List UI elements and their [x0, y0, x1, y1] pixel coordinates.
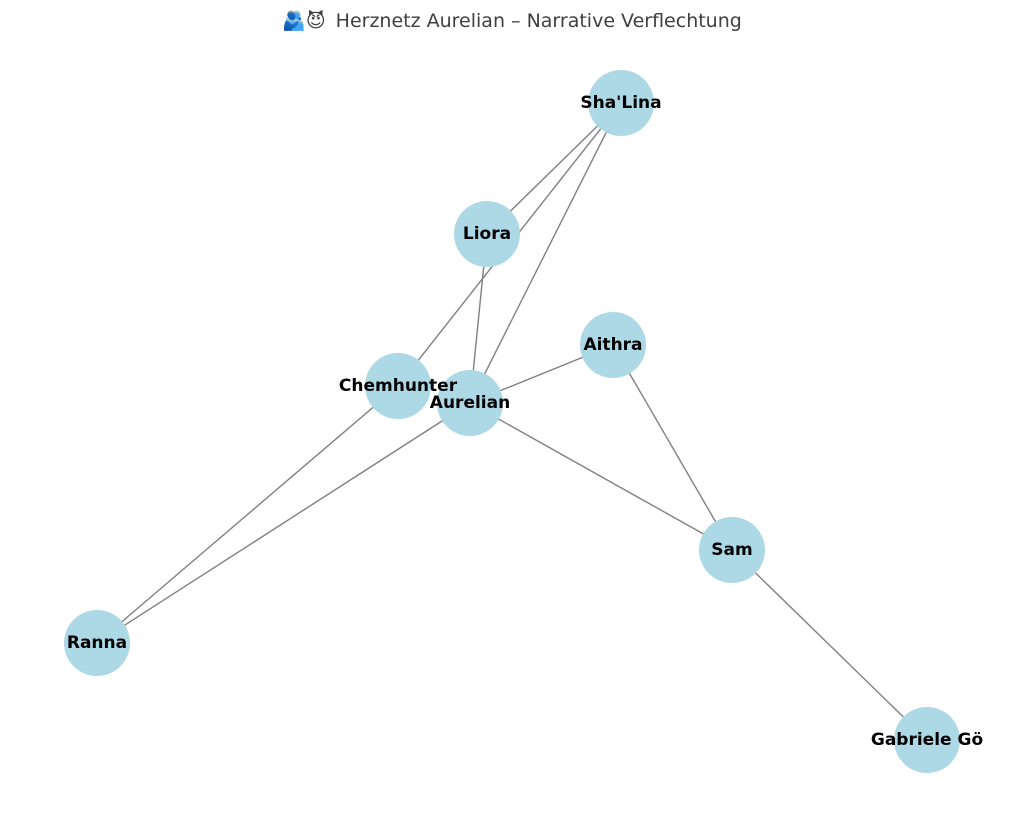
node-gabriele [894, 707, 960, 773]
node-chemhunter [365, 353, 431, 419]
edge-aithra-sam [612, 344, 733, 551]
edges-layer [96, 102, 928, 741]
node-liora [454, 201, 520, 267]
node-label-liora: Liora [463, 224, 511, 244]
labels-layer: Aurelian Sha'LinaLioraAithraChemhunterSam… [67, 93, 983, 750]
edge-aurelian-ranna [96, 402, 471, 644]
node-sam [699, 517, 765, 583]
edge-sam-gabriele [731, 549, 928, 741]
node-label-gabriele: Gabriele Gö [871, 730, 983, 750]
node-label-ranna: Ranna [67, 633, 127, 653]
node-label-shalina: Sha'Lina [580, 93, 661, 113]
graph-title: 🫂😈 Herznetz Aurelian – Narrative Verflec… [0, 9, 1024, 32]
node-label-sam: Sam [711, 540, 752, 560]
title-emoji-icons: 🫂😈 [282, 10, 326, 32]
node-ranna [64, 610, 130, 676]
node-label-chemhunter: Chemhunter [339, 376, 458, 396]
edge-aurelian-sam [469, 402, 733, 551]
node-shalina [588, 70, 654, 136]
node-label-aithra: Aithra [583, 335, 642, 355]
node-aurelian [437, 370, 503, 436]
node-label-aurelian: Aurelian [430, 393, 510, 413]
edge-chemhunter-ranna [96, 385, 399, 644]
nodes-layer [64, 70, 960, 773]
graph-title-text: Herznetz Aurelian – Narrative Verflechtu… [335, 10, 742, 32]
edge-shalina-aurelian [469, 102, 622, 404]
node-aithra [580, 312, 646, 378]
